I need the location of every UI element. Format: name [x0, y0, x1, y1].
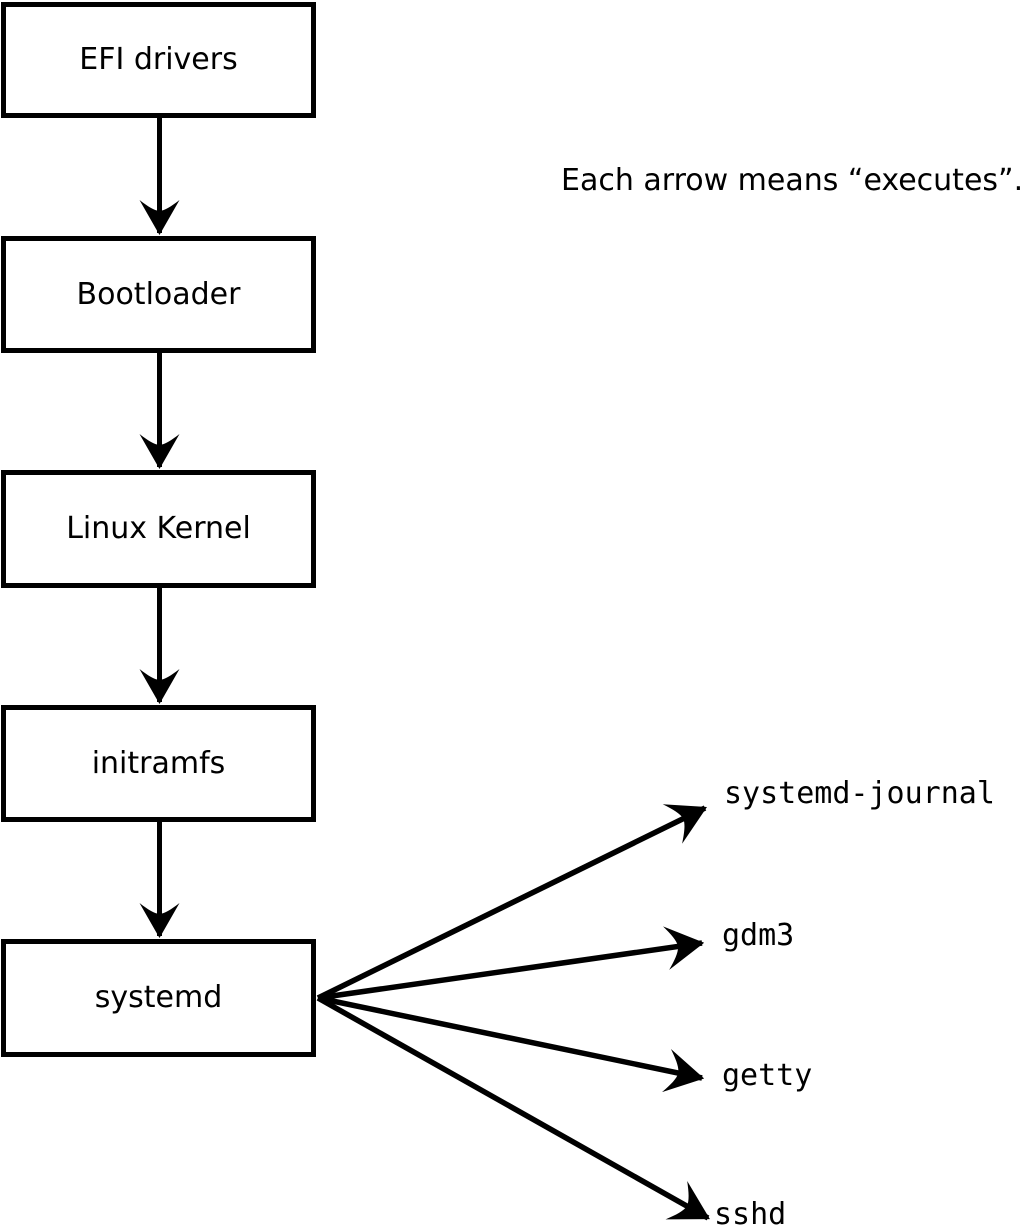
box-label-efi-drivers: EFI drivers [79, 42, 238, 77]
label-getty: getty [722, 1058, 813, 1093]
arrow-systemd-to-gdm3 [317, 926, 705, 1001]
arrow-systemd-to-journal [316, 804, 707, 1001]
legend-caption: Each arrow means “executes”. [561, 163, 1023, 198]
box-bootloader: Bootloader [1, 236, 316, 353]
box-label-systemd: systemd [94, 980, 223, 1015]
label-gdm3: gdm3 [722, 918, 795, 953]
box-efi-drivers: EFI drivers [1, 2, 316, 118]
box-linux-kernel: Linux Kernel [1, 470, 316, 588]
arrow-systemd-to-sshd [316, 995, 710, 1221]
label-systemd-journal: systemd-journal [724, 776, 995, 811]
box-label-linux-kernel: Linux Kernel [66, 511, 251, 546]
box-label-initramfs: initramfs [91, 745, 226, 781]
arrow-systemd-to-getty [317, 995, 705, 1093]
box-label-bootloader: Bootloader [76, 276, 241, 312]
box-systemd: systemd [1, 939, 316, 1057]
label-sshd: sshd [714, 1197, 787, 1230]
box-initramfs: initramfs [1, 705, 316, 822]
